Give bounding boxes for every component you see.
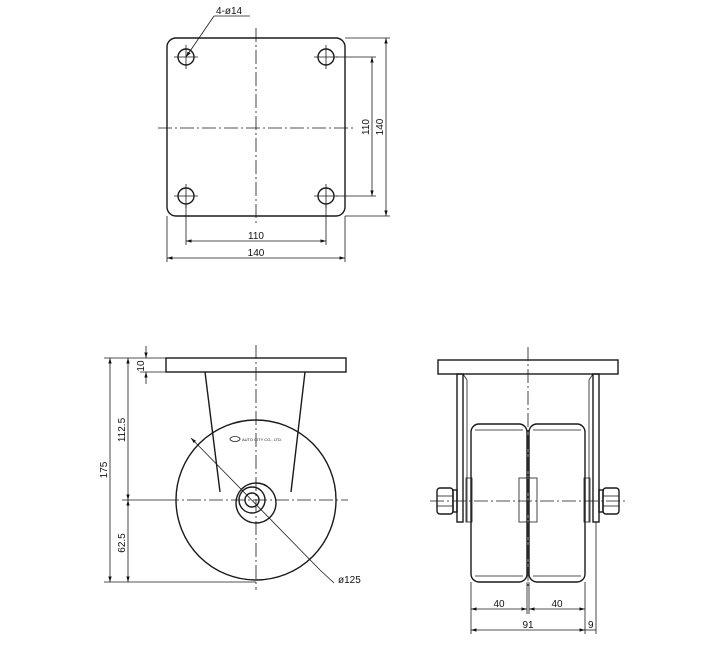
dim-total-height: 175 xyxy=(99,461,110,478)
dim-upper-height: 112.5 xyxy=(117,417,128,442)
dim-plate-height: 140 xyxy=(375,118,386,135)
dim-hole-spacing-y: 110 xyxy=(361,119,372,135)
mounting-hole xyxy=(314,184,338,208)
dim-plate-width: 140 xyxy=(248,248,265,259)
brand-text: AUTO CITY CO., LTD. xyxy=(242,437,282,442)
dim-lower-height: 62.5 xyxy=(117,533,128,553)
hole-callout-label: 4-ø14 xyxy=(216,6,243,17)
brand-logo: AUTO CITY CO., LTD. xyxy=(229,436,282,442)
side-view: AUTO CITY CO., LTD. ø125 10 112.5 62.5 1… xyxy=(99,345,361,590)
dim-offset: 9 xyxy=(588,620,594,631)
front-fork-right xyxy=(592,373,600,523)
front-wheel-right xyxy=(528,423,586,583)
mounting-hole xyxy=(314,45,338,69)
dim-hole-spacing-x: 110 xyxy=(248,231,264,242)
front-view: 40 40 91 9 xyxy=(430,347,626,634)
dim-overall-width: 91 xyxy=(522,620,534,631)
hole-callout-leader xyxy=(185,15,215,58)
dim-plate-thickness: 10 xyxy=(136,360,147,372)
wheel-diameter-leader xyxy=(190,437,321,571)
dim-wheel-diameter: ø125 xyxy=(338,575,361,586)
mounting-hole xyxy=(174,184,198,208)
dim-wheel-width-left: 40 xyxy=(493,599,505,610)
side-bracket xyxy=(204,371,306,493)
top-view: 4-ø14 110 140 110 140 xyxy=(158,6,390,262)
dim-wheel-width-right: 40 xyxy=(551,599,563,610)
front-wheel-left xyxy=(470,423,528,583)
front-fork-left xyxy=(456,373,464,523)
